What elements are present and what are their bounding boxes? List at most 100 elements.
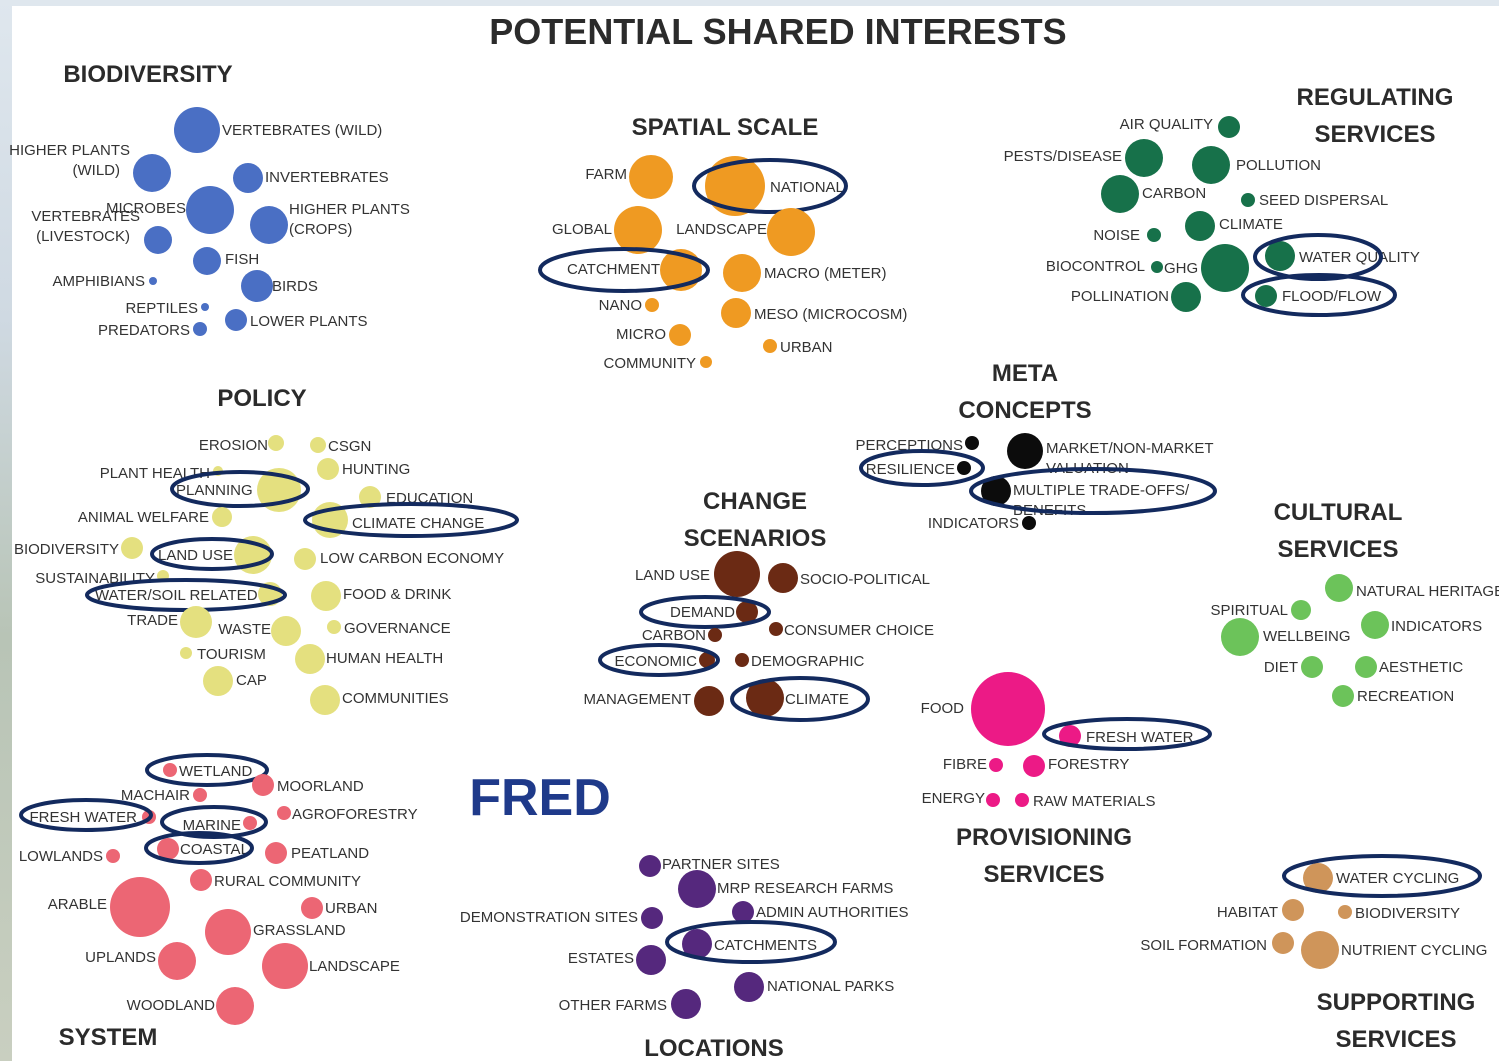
bubble [1303, 863, 1333, 893]
highlight-ring [692, 158, 848, 214]
highlight-ring [1042, 717, 1212, 751]
bubble [723, 254, 761, 292]
bubble [1023, 755, 1045, 777]
bubble-label: LAND USE [158, 547, 233, 564]
bubble [1221, 618, 1259, 656]
highlight-ring [1241, 273, 1397, 317]
bubble-label: GLOBAL [552, 221, 612, 238]
bubble-label: LANDSCAPE [309, 958, 400, 975]
bubble [669, 324, 691, 346]
bubble [149, 277, 157, 285]
bubble [957, 461, 971, 475]
bubble-label: RURAL COMMUNITY [214, 873, 361, 890]
bubble-label: NATIONAL [770, 179, 844, 196]
bubble [186, 186, 234, 234]
bubble [250, 206, 288, 244]
bubble [225, 309, 247, 331]
bubble [262, 943, 308, 989]
bubble-label: HUNTING [342, 461, 410, 478]
bubble [301, 897, 323, 919]
bubble-label: WELLBEING [1263, 628, 1351, 645]
bubble-label: CLIMATE CHANGE [352, 515, 484, 532]
bubble [641, 907, 663, 929]
bubble [1301, 931, 1339, 969]
bubble [1151, 261, 1163, 273]
bubble-label: EROSION [199, 437, 268, 454]
bubble [1272, 932, 1294, 954]
bubble-label: VERTEBRATES(LIVESTOCK) [31, 208, 140, 245]
bubble [645, 298, 659, 312]
bubble [736, 601, 758, 623]
bubble [734, 972, 764, 1002]
bubble-label: SOCIO-POLITICAL [800, 571, 930, 588]
group-title: BIODIVERSITY [63, 61, 232, 88]
group-title: SERVICES [984, 861, 1105, 888]
bubble [201, 303, 209, 311]
group-title: CULTURAL [1274, 499, 1403, 526]
bubble-label: SUSTAINABILITY [35, 570, 155, 587]
bubble [174, 107, 220, 153]
bubble-label: NOISE [1093, 227, 1140, 244]
bubble [1125, 139, 1163, 177]
bubble-label: GOVERNANCE [344, 620, 451, 637]
bubble [110, 877, 170, 937]
bubble [636, 945, 666, 975]
bubble-label: CARBON [642, 627, 706, 644]
bubble-label: BIODIVERSITY [1355, 905, 1460, 922]
bubble-label: WETLAND [179, 763, 253, 780]
bubble [163, 763, 177, 777]
bubble [735, 653, 749, 667]
bubble-label: FRESH WATER [1086, 729, 1194, 746]
bubble [1015, 793, 1029, 807]
bubble-label: NANO [599, 297, 642, 314]
bubble [133, 154, 171, 192]
bubble [1361, 611, 1389, 639]
group-title: SERVICES [1278, 536, 1399, 563]
bubble [180, 647, 192, 659]
bubble-label: CAP [236, 672, 267, 689]
bubble [121, 537, 143, 559]
bubble [1101, 175, 1139, 213]
bubble [277, 806, 291, 820]
group-title: REGULATING [1297, 84, 1454, 111]
bubble-label: LOWER PLANTS [250, 313, 368, 330]
bubble [746, 679, 784, 717]
bubble-label: ECONOMIC [615, 653, 698, 670]
bubble-label: AIR QUALITY [1120, 116, 1213, 133]
bubble-label: REPTILES [125, 300, 198, 317]
group-title: SPATIAL SCALE [632, 114, 819, 141]
bubble [708, 628, 722, 642]
bubble-label: WATER/SOIL RELATED [95, 587, 258, 604]
group-title: LOCATIONS [644, 1035, 784, 1061]
bubble [1022, 516, 1036, 530]
bubble-label: FARM [585, 166, 627, 183]
bubble [1301, 656, 1323, 678]
bubble-label: NATIONAL PARKS [767, 978, 894, 995]
bubble-label: ADMIN AUTHORITIES [756, 904, 909, 921]
bubble-label: ARABLE [48, 896, 107, 913]
bubble [144, 226, 172, 254]
bubble-label: COMMUNITY [604, 355, 697, 372]
bubble-label: TRADE [127, 612, 178, 629]
bubble [203, 666, 233, 696]
highlight-ring [144, 831, 254, 865]
bubble [106, 849, 120, 863]
bubble [1241, 193, 1255, 207]
bubble [265, 842, 287, 864]
bubble-label: FORESTRY [1048, 756, 1129, 773]
group-title: CHANGE [703, 488, 807, 515]
bubble-label: LAND USE [635, 567, 710, 584]
bubble [763, 339, 777, 353]
bubble-label: PLANNING [176, 482, 253, 499]
bubble [714, 551, 760, 597]
bubble-label: SPIRITUAL [1210, 602, 1288, 619]
bubble [614, 206, 662, 254]
bubble-label: SOIL FORMATION [1140, 937, 1267, 954]
